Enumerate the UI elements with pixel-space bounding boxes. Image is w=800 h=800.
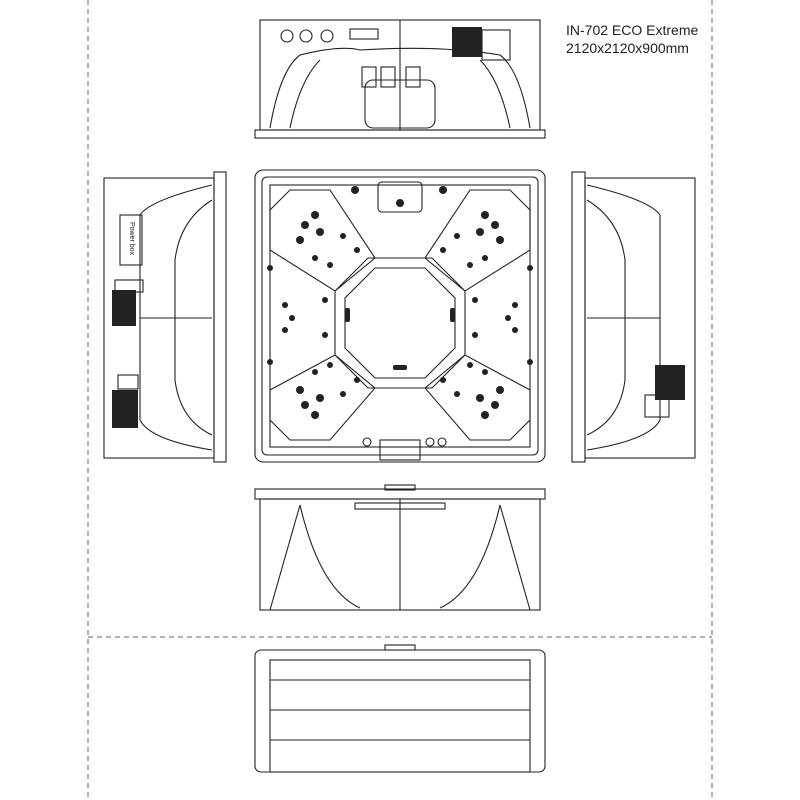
dimensions: 2120x2120x900mm (566, 40, 689, 56)
front-side-view (254, 484, 546, 611)
power-box (119, 214, 143, 266)
sheet-border (87, 0, 713, 800)
back-side-view (254, 19, 546, 139)
power-box-label: Power box (128, 222, 135, 256)
left-side-view (103, 171, 227, 463)
tub-top-view (254, 169, 546, 463)
cover-view (254, 644, 546, 773)
right-side-view (571, 171, 696, 463)
model-name: IN-702 ECO Extreme (566, 22, 699, 38)
